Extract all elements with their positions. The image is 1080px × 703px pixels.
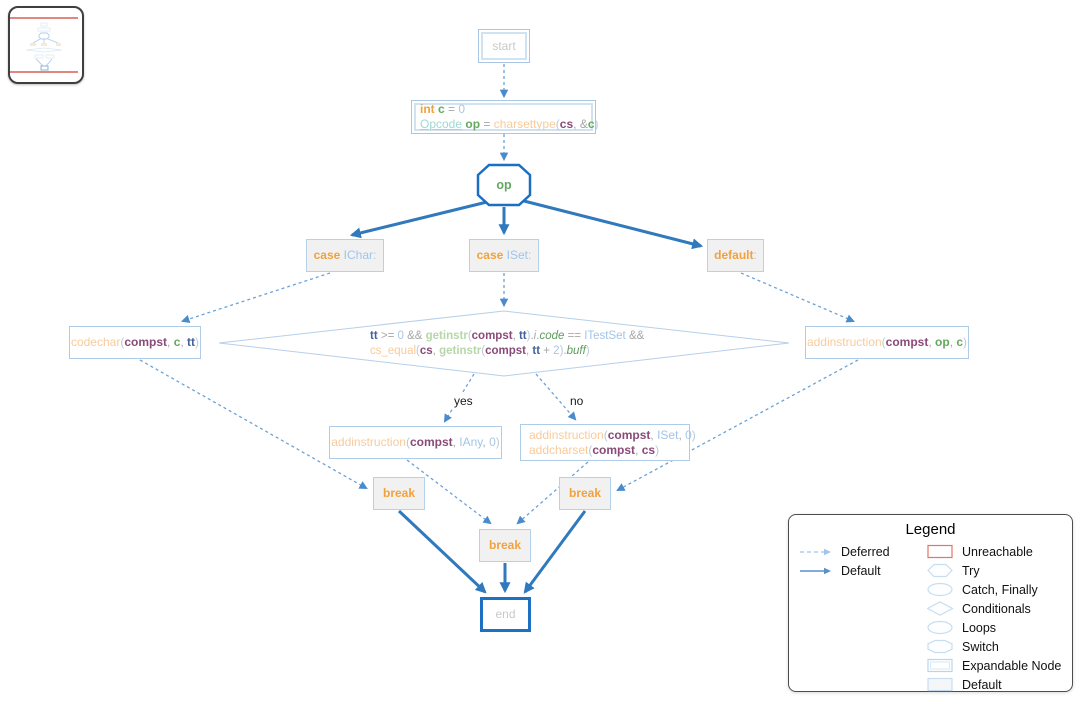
legend-label: Try — [962, 563, 980, 578]
minimap-graph-sketch — [25, 22, 63, 71]
unreachable-rect-icon — [927, 544, 953, 559]
node-break-left[interactable]: break — [373, 477, 425, 510]
conditional-diamond-shape[interactable] — [218, 310, 790, 377]
node-addinstruction-iany-call[interactable]: addinstruction(compst, IAny, 0) — [329, 426, 502, 459]
minimap[interactable] — [8, 6, 84, 84]
edge-cond-no — [535, 373, 577, 421]
node-start[interactable]: start — [478, 29, 530, 63]
legend-item-expandable: Expandable Node — [927, 656, 1062, 675]
legend-item-unreachable: Unreachable — [927, 542, 1062, 561]
edge-ichar-to-codechar — [180, 272, 331, 324]
legend-item-switch: Switch — [927, 637, 1062, 656]
node-addinstruction-iset-call[interactable]: addinstruction(compst, ISet, 0)addcharse… — [520, 424, 696, 461]
loop-ellipse-icon — [927, 620, 953, 635]
try-hexagon-icon — [927, 563, 953, 578]
edge-break-left-to-end — [397, 509, 487, 594]
edge-label-yes: yes — [452, 394, 475, 408]
legend-label: Catch, Finally — [962, 582, 1038, 597]
legend: Legend Deferred Default — [788, 514, 1073, 692]
conditional-diamond-icon — [927, 601, 954, 616]
default-rect-icon — [927, 677, 953, 692]
node-conditional-text[interactable]: tt >= 0 && getinstr(compst, tt).i.code =… — [370, 329, 645, 357]
node-addinstruction-op-call[interactable]: addinstruction(compst, op, c) — [805, 326, 969, 359]
legend-label: Loops — [962, 620, 997, 635]
legend-title: Legend — [905, 521, 956, 538]
legend-label: Default — [841, 563, 881, 578]
edge-switch-to-ichar — [349, 200, 488, 239]
node-case-iset[interactable]: case ISet: — [469, 239, 539, 272]
edge-default-to-addinstruction — [740, 272, 855, 323]
node-switch-op[interactable]: op — [496, 177, 512, 192]
legend-label: Conditionals — [962, 601, 1031, 616]
legend-label: Unreachable — [962, 544, 1033, 559]
legend-label: Deferred — [841, 544, 890, 559]
legend-item-deferred: Deferred — [799, 542, 927, 561]
legend-item-catch-finally: Catch, Finally — [927, 580, 1062, 599]
node-break-mid[interactable]: break — [479, 529, 531, 562]
legend-label: Default — [962, 677, 1002, 692]
legend-item-try: Try — [927, 561, 1062, 580]
edge-iany-to-break-mid — [406, 459, 492, 525]
legend-label: Expandable Node — [962, 658, 1062, 673]
solid-arrow-icon — [800, 567, 831, 574]
node-case-ichar[interactable]: case IChar: — [306, 239, 384, 272]
expandable-rect-icon — [927, 658, 953, 673]
node-end[interactable]: end — [480, 597, 531, 632]
switch-octagon-icon — [927, 639, 953, 654]
legend-label: Switch — [962, 639, 999, 654]
catch-ellipse-icon — [927, 582, 953, 597]
node-default-case[interactable]: default: — [707, 239, 764, 272]
legend-item-default-edge: Default — [799, 561, 927, 580]
edge-break-right-to-end — [523, 510, 587, 594]
edge-codechar-to-break-left — [139, 359, 368, 490]
edge-switch-to-default — [523, 199, 704, 250]
edge-label-no: no — [568, 394, 586, 408]
legend-item-conditionals: Conditionals — [927, 599, 1062, 618]
switch-node-shape[interactable] — [476, 163, 532, 207]
node-codechar-call[interactable]: codechar(compst, c, tt) — [69, 326, 201, 359]
legend-item-loops: Loops — [927, 618, 1062, 637]
legend-item-default-node: Default — [927, 675, 1062, 694]
dashed-arrow-icon — [800, 548, 831, 555]
minimap-preview — [10, 17, 78, 73]
node-break-right[interactable]: break — [559, 477, 611, 510]
